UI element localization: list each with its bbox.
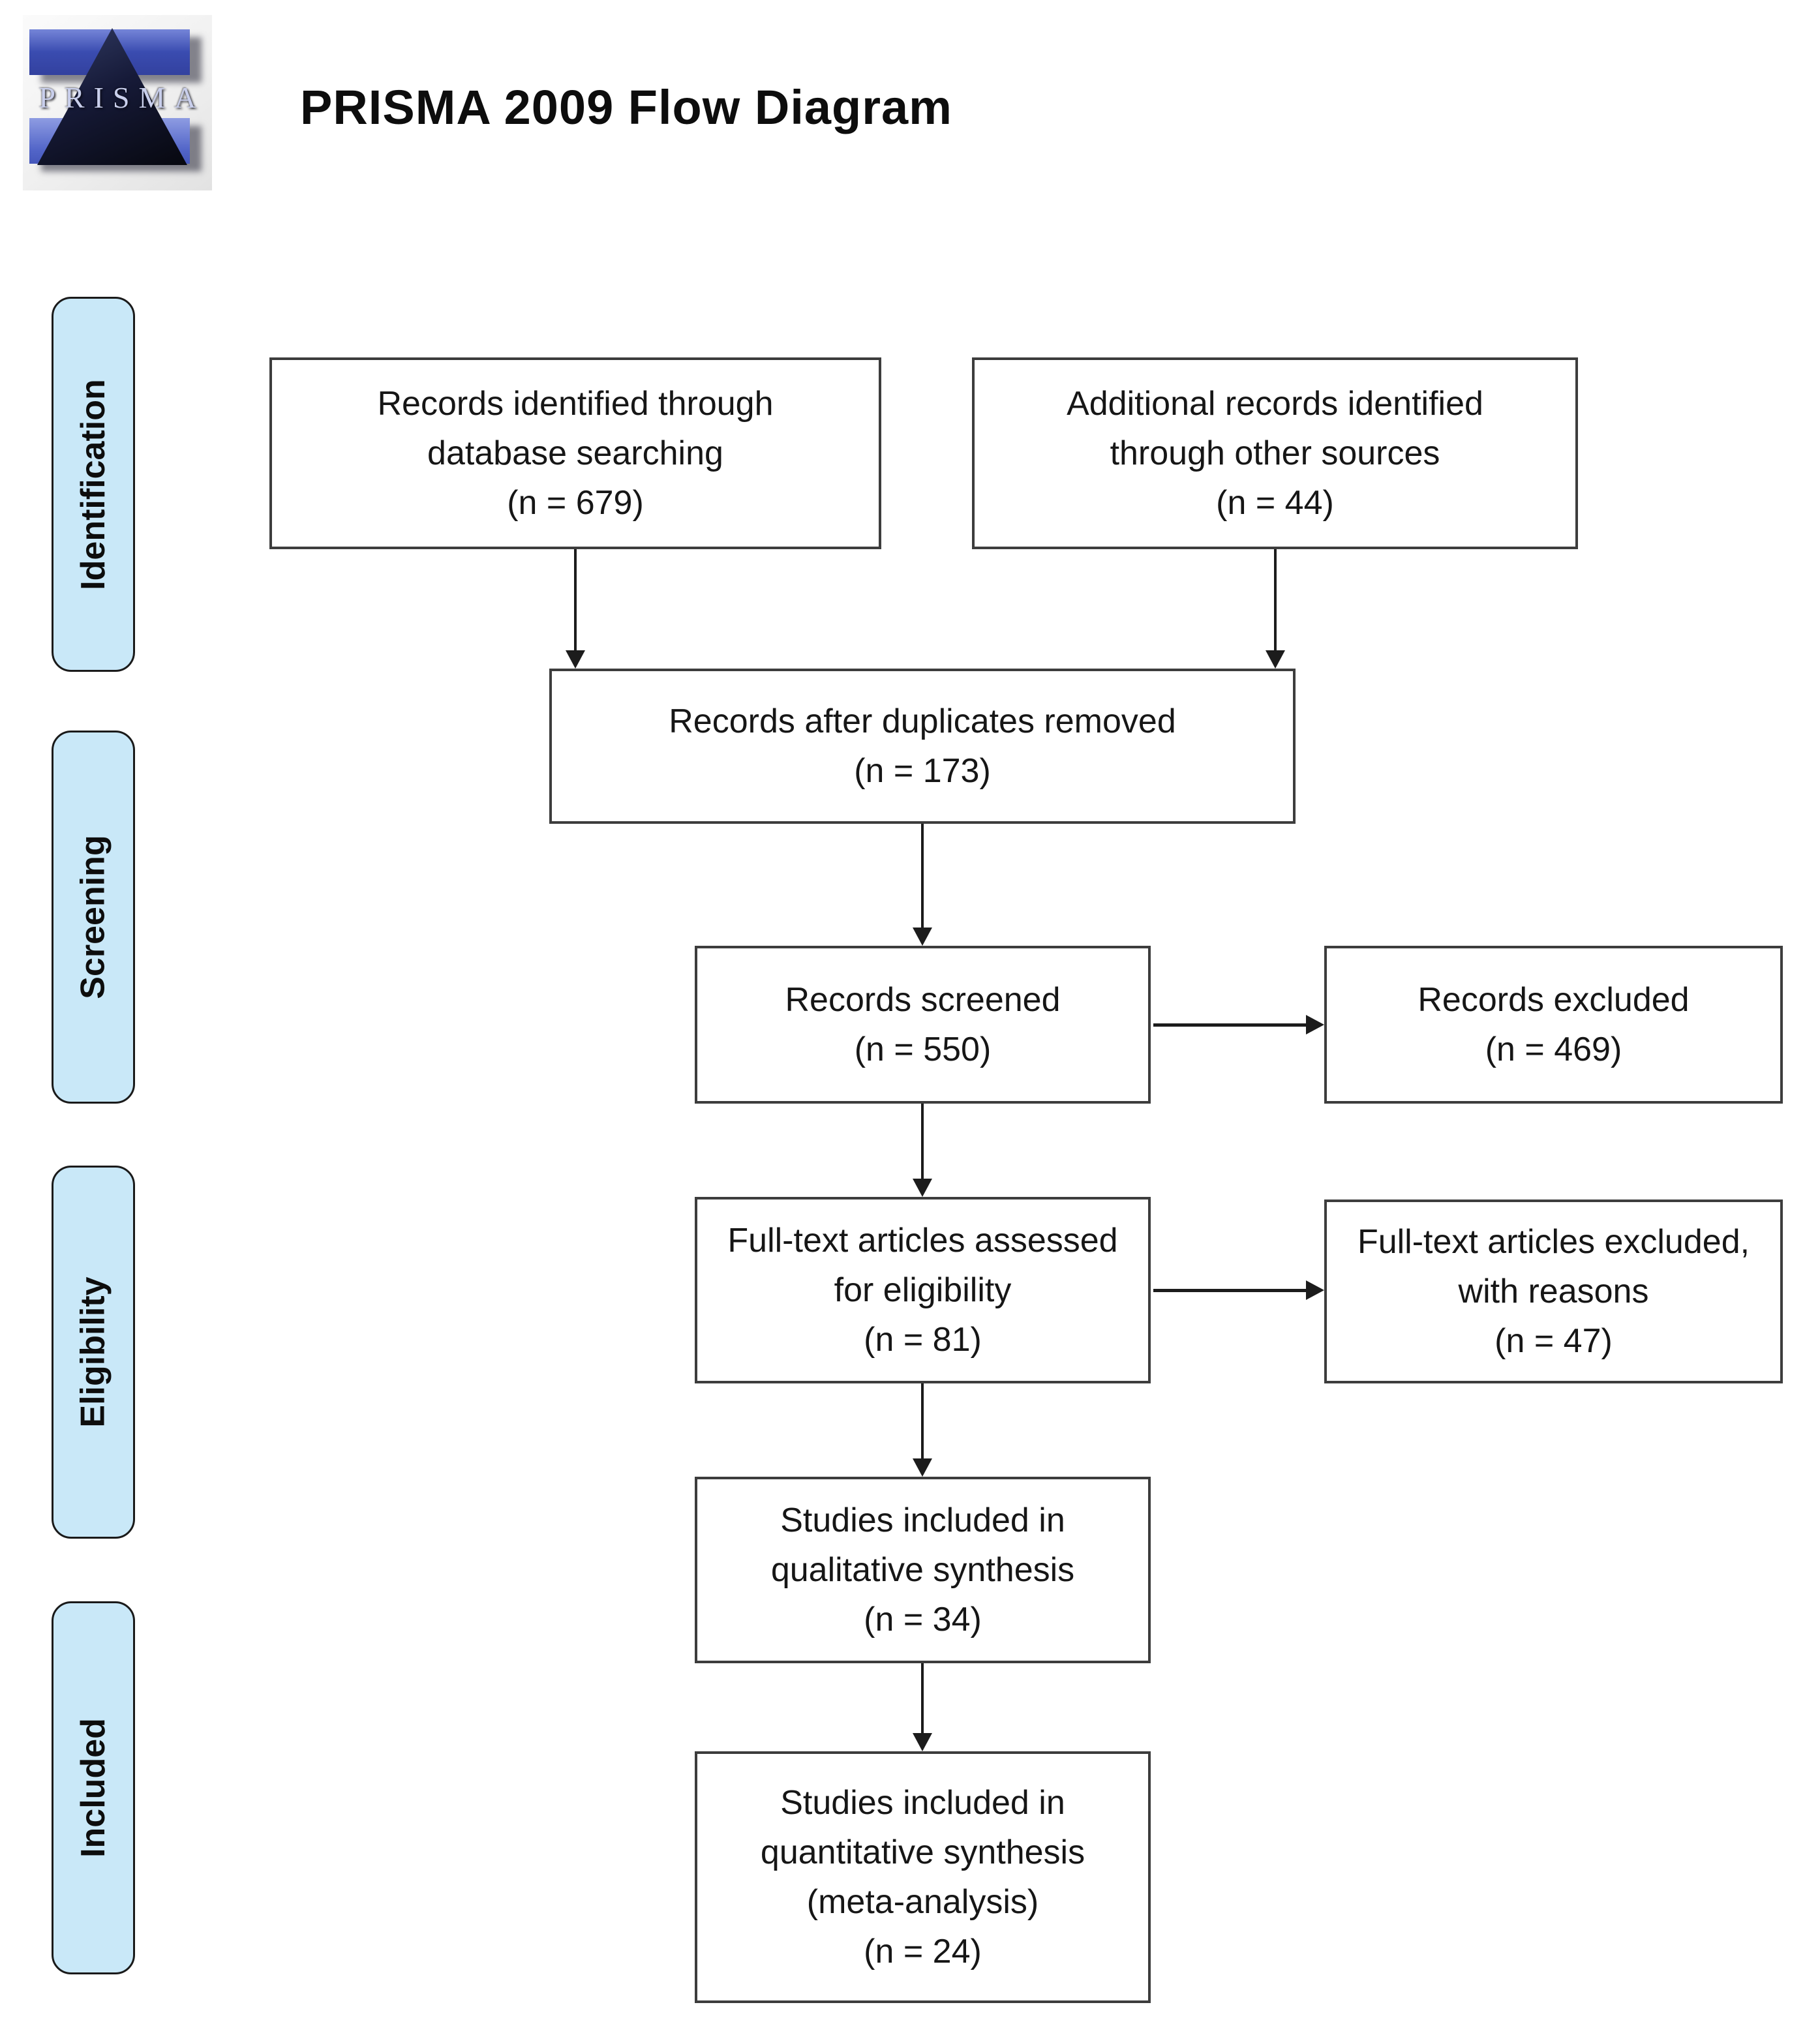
box-text-line: for eligibility [834, 1271, 1012, 1309]
stage-label-text: Eligibility [74, 1276, 113, 1428]
stage-label-identification: Identification [52, 297, 135, 672]
box-text-line: Records excluded [1418, 981, 1690, 1019]
arrow-line [921, 1663, 924, 1734]
arrow-line [1274, 549, 1277, 652]
prisma-logo: PRISMA [23, 15, 212, 190]
arrow-line [921, 1104, 924, 1180]
box-text-line: Records after duplicates removed [669, 702, 1176, 740]
stage-label-text: Included [74, 1718, 113, 1858]
box-additional-records: Additional records identified through ot… [972, 357, 1578, 549]
box-text-line: qualitative synthesis [770, 1551, 1075, 1589]
box-text-line: Records screened [785, 981, 1061, 1019]
arrow-line [574, 549, 577, 652]
box-text-line: (meta-analysis) [806, 1883, 1039, 1921]
arrow-head-icon [913, 928, 932, 946]
arrow-line [1153, 1023, 1307, 1027]
box-fulltext-excluded: Full-text articles excluded, with reason… [1324, 1200, 1783, 1383]
box-records-identified: Records identified through database sear… [269, 357, 881, 549]
stage-label-text: Screening [74, 835, 113, 999]
stage-label-eligibility: Eligibility [52, 1166, 135, 1539]
arrow-head-icon [566, 650, 585, 669]
box-quantitative-synthesis: Studies included in quantitative synthes… [695, 1751, 1151, 2003]
box-qualitative-synthesis: Studies included in qualitative synthesi… [695, 1477, 1151, 1663]
box-text-line: (n = 469) [1485, 1031, 1622, 1068]
box-text-line: database searching [427, 434, 723, 472]
stage-label-text: Identification [74, 378, 112, 590]
box-text-line: through other sources [1110, 434, 1440, 472]
page-title: PRISMA 2009 Flow Diagram [300, 80, 952, 134]
stage-label-screening: Screening [52, 731, 135, 1104]
logo-wordmark: PRISMA [38, 81, 205, 114]
arrow-head-icon [913, 1458, 932, 1477]
box-text-line: Records identified through [377, 385, 774, 423]
stage-label-included: Included [52, 1601, 135, 1974]
box-text-line: Studies included in [780, 1784, 1065, 1822]
box-fulltext-assessed: Full-text articles assessed for eligibil… [695, 1197, 1151, 1383]
arrow-head-icon [913, 1733, 932, 1751]
box-text-line: Additional records identified [1067, 385, 1483, 423]
arrow-head-icon [1306, 1280, 1324, 1300]
arrow-head-icon [1306, 1015, 1324, 1034]
arrow-line [921, 824, 924, 929]
box-text-line: (n = 550) [854, 1031, 992, 1068]
box-text-line: (n = 44) [1216, 484, 1334, 522]
arrow-line [1153, 1289, 1307, 1292]
box-text-line: Full-text articles assessed [727, 1222, 1118, 1260]
box-text-line: Studies included in [780, 1501, 1065, 1539]
box-records-excluded: Records excluded (n = 469) [1324, 946, 1783, 1104]
arrow-line [921, 1383, 924, 1460]
box-text-line: (n = 24) [864, 1933, 982, 1970]
box-text-line: (n = 679) [507, 484, 644, 522]
box-text-line: (n = 173) [854, 752, 991, 790]
box-text-line: (n = 81) [864, 1321, 982, 1359]
arrow-head-icon [913, 1179, 932, 1197]
box-text-line: with reasons [1458, 1273, 1649, 1310]
box-records-after-duplicates: Records after duplicates removed (n = 17… [549, 669, 1296, 824]
box-text-line: (n = 47) [1494, 1322, 1613, 1360]
box-text-line: (n = 34) [864, 1601, 982, 1638]
box-text-line: quantitative synthesis [760, 1833, 1085, 1871]
arrow-head-icon [1266, 650, 1285, 669]
box-text-line: Full-text articles excluded, [1357, 1223, 1750, 1261]
box-records-screened: Records screened (n = 550) [695, 946, 1151, 1104]
